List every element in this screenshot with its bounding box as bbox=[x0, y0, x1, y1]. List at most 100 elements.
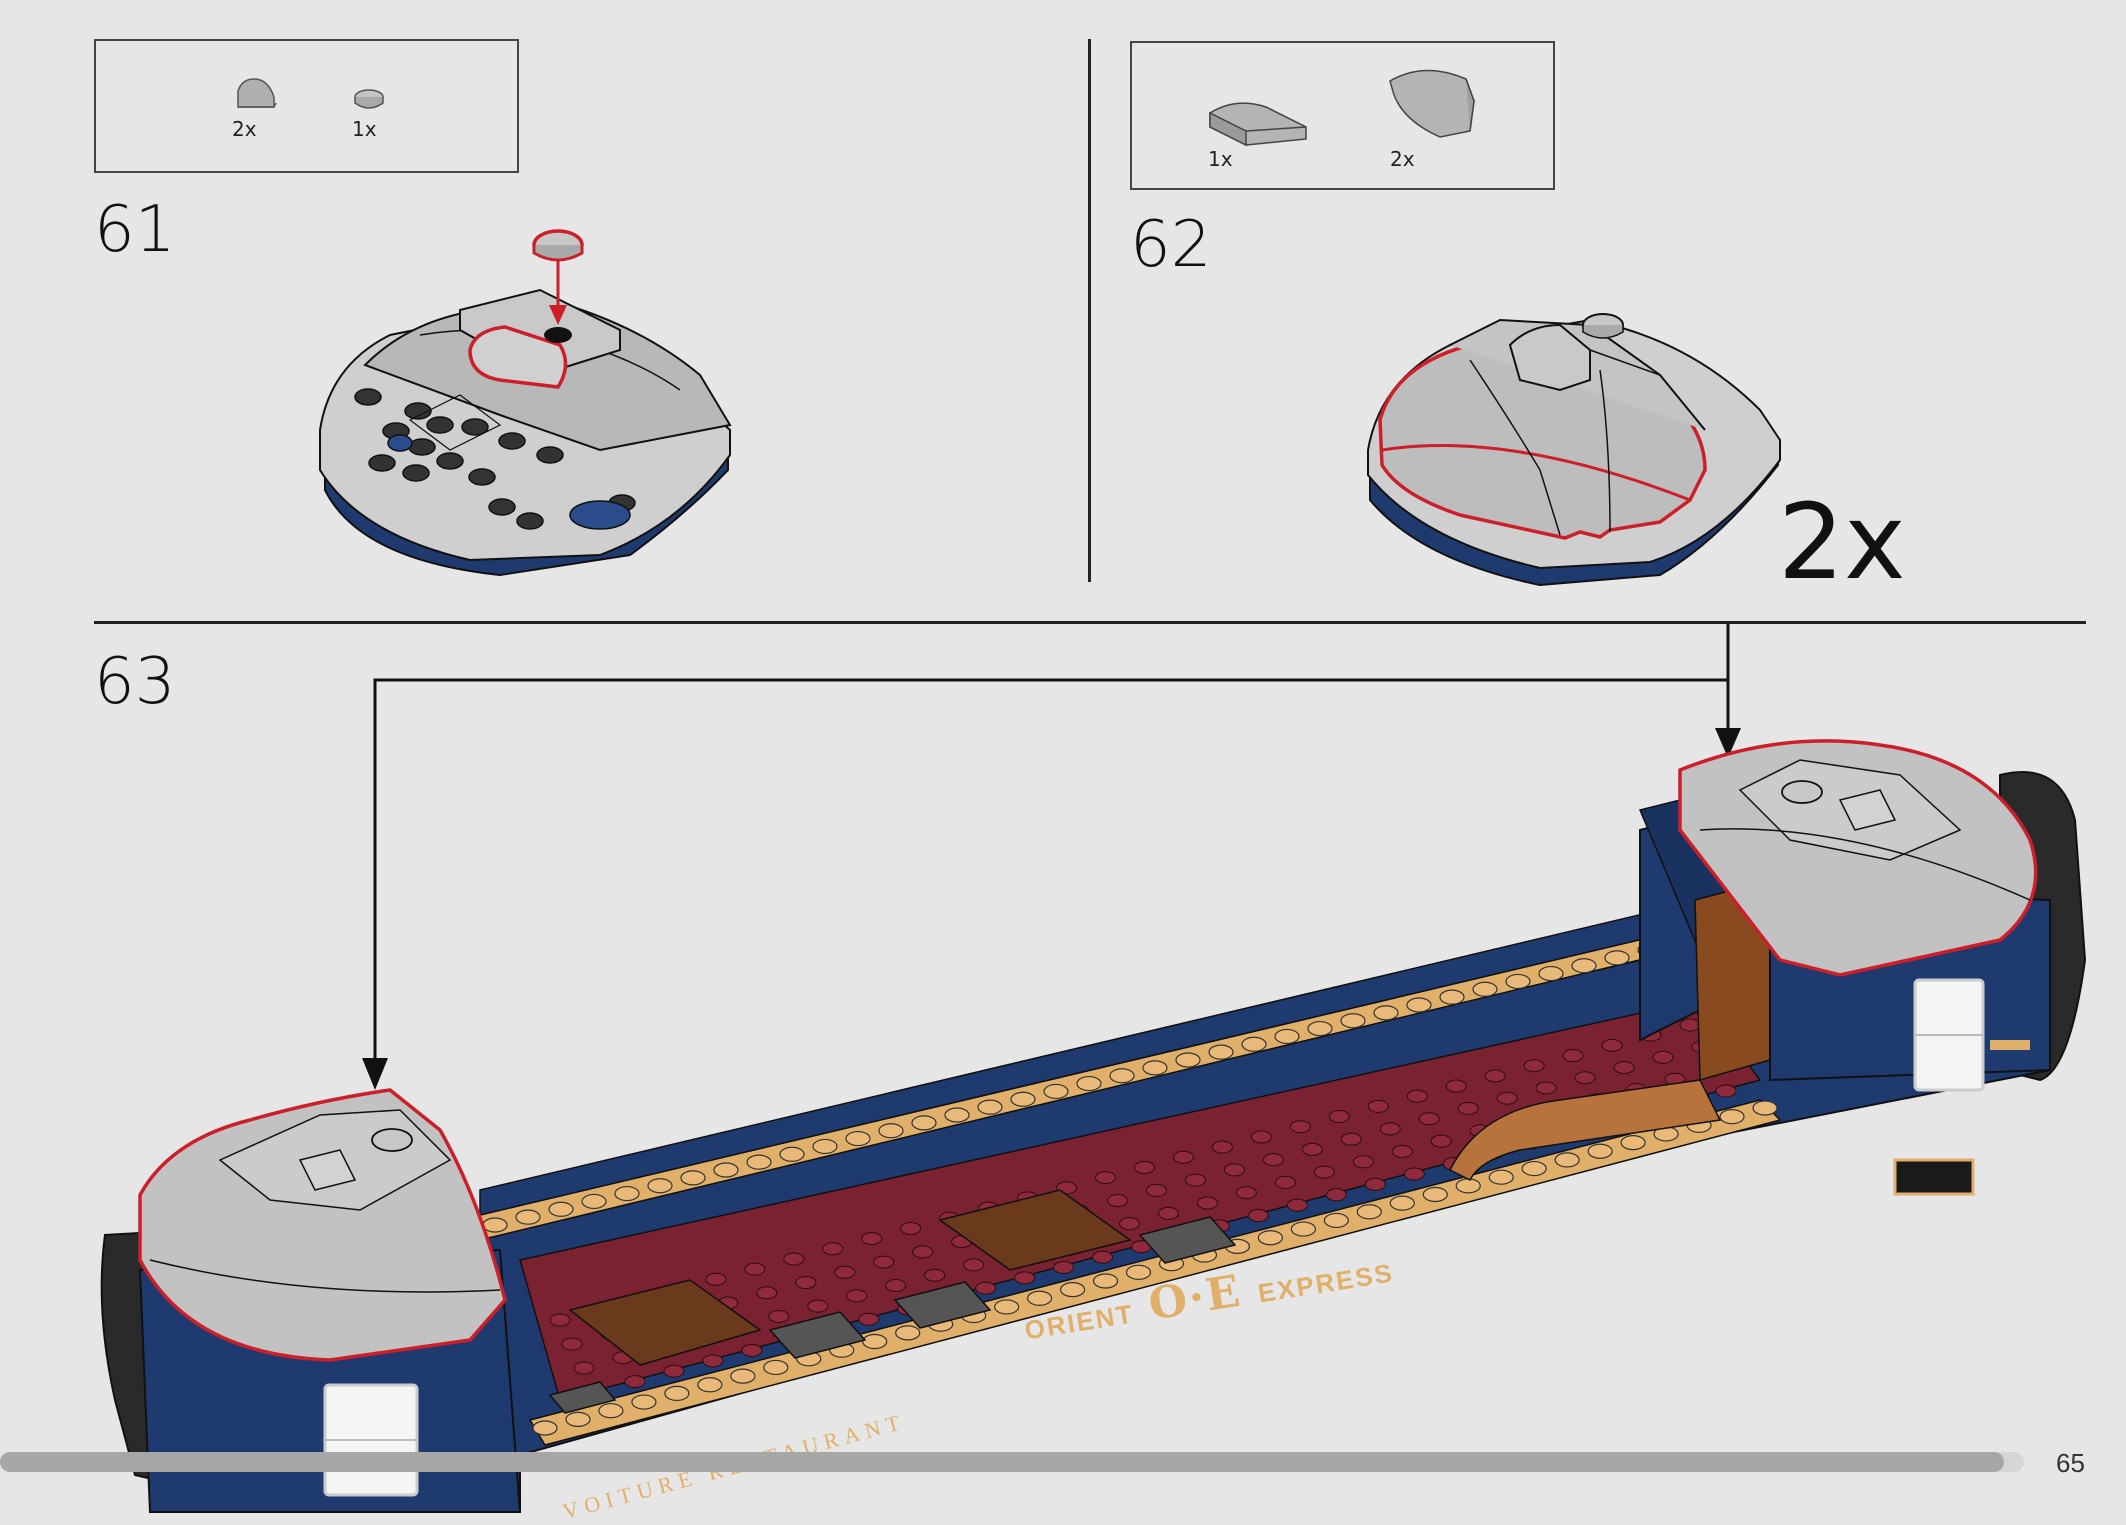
stud bbox=[1472, 981, 1498, 997]
stud bbox=[1107, 1194, 1129, 1208]
stud bbox=[1026, 1290, 1053, 1306]
stud bbox=[822, 1242, 844, 1256]
stud bbox=[1014, 1271, 1036, 1285]
stud bbox=[1043, 1083, 1069, 1100]
floor-curve bbox=[1448, 1079, 1722, 1182]
stud bbox=[1223, 1163, 1245, 1177]
stud bbox=[746, 1154, 772, 1170]
stud bbox=[1092, 1273, 1119, 1289]
tile-dark-3 bbox=[1138, 1216, 1237, 1264]
part-qty: 1x bbox=[1208, 147, 1233, 171]
horizontal-divider bbox=[94, 621, 2086, 624]
stud bbox=[1010, 1091, 1036, 1107]
stud bbox=[963, 1258, 985, 1272]
stud bbox=[1422, 1186, 1448, 1203]
stud bbox=[1196, 1196, 1218, 1210]
stud bbox=[1235, 1186, 1257, 1200]
stud bbox=[862, 1333, 888, 1350]
stud bbox=[647, 1178, 673, 1194]
stud bbox=[1109, 1068, 1135, 1084]
step-number: 61 bbox=[94, 193, 176, 267]
stud bbox=[565, 1411, 591, 1427]
stud bbox=[1208, 1044, 1234, 1060]
page-progress-fill bbox=[0, 1452, 2004, 1472]
stud bbox=[1211, 1140, 1233, 1154]
stud bbox=[812, 1138, 838, 1155]
stud bbox=[756, 1286, 778, 1300]
stud bbox=[730, 1368, 756, 1384]
stud bbox=[1403, 1167, 1425, 1181]
stud bbox=[1752, 1100, 1778, 1116]
stud bbox=[1430, 1134, 1452, 1148]
stud bbox=[1172, 1150, 1194, 1164]
stud bbox=[1325, 1188, 1347, 1202]
stud bbox=[1184, 1173, 1206, 1187]
stud bbox=[1301, 1142, 1323, 1156]
stud bbox=[702, 1354, 724, 1368]
stud bbox=[1053, 1260, 1075, 1274]
stud bbox=[1157, 1206, 1179, 1220]
stud bbox=[768, 1309, 790, 1323]
stud bbox=[1340, 1013, 1366, 1029]
stud bbox=[1554, 1152, 1580, 1168]
stud bbox=[1652, 1050, 1674, 1064]
part-qty: 2x bbox=[1390, 147, 1415, 171]
stud bbox=[807, 1299, 829, 1313]
stud bbox=[1119, 1217, 1141, 1231]
stud bbox=[994, 1299, 1020, 1315]
stud bbox=[1175, 1052, 1201, 1068]
stud bbox=[1142, 1060, 1168, 1076]
stud bbox=[697, 1377, 723, 1393]
stud bbox=[1538, 965, 1564, 982]
table-right bbox=[938, 1189, 1132, 1271]
page-number: 65 bbox=[2056, 1448, 2085, 1478]
stud bbox=[1406, 997, 1432, 1013]
stud bbox=[783, 1252, 805, 1266]
stud bbox=[1496, 1091, 1518, 1105]
stud bbox=[1059, 1282, 1086, 1298]
stud bbox=[873, 1255, 895, 1269]
stud bbox=[1379, 1122, 1401, 1136]
stud bbox=[680, 1170, 706, 1186]
stud bbox=[1133, 1160, 1155, 1174]
stud bbox=[763, 1359, 789, 1376]
stud bbox=[924, 1268, 946, 1282]
stud bbox=[795, 1276, 817, 1290]
step-61-assembly-illustration bbox=[319, 229, 732, 577]
stud bbox=[1601, 1038, 1623, 1052]
page-progress-bar bbox=[0, 1452, 2024, 1472]
stud bbox=[1290, 1221, 1316, 1237]
stud bbox=[705, 1272, 727, 1286]
stud bbox=[624, 1375, 646, 1389]
stud bbox=[1604, 950, 1630, 966]
stud bbox=[1719, 1109, 1745, 1125]
stud bbox=[1274, 1028, 1300, 1045]
stud bbox=[878, 1123, 904, 1139]
stud bbox=[1523, 1059, 1545, 1073]
stud bbox=[885, 1279, 907, 1293]
vertical-divider bbox=[1088, 39, 1091, 582]
stud bbox=[779, 1146, 805, 1162]
stud bbox=[1367, 1099, 1389, 1113]
stud bbox=[1439, 989, 1465, 1005]
curved-slope-1x1-icon bbox=[237, 78, 277, 108]
stud bbox=[1286, 1198, 1308, 1212]
stud bbox=[1340, 1132, 1362, 1146]
stud bbox=[1328, 1110, 1350, 1124]
stud bbox=[944, 1107, 970, 1123]
stud bbox=[858, 1312, 880, 1326]
stud bbox=[1125, 1264, 1152, 1280]
table-left bbox=[568, 1279, 762, 1366]
stud bbox=[1092, 1250, 1114, 1264]
tile-dark-1 bbox=[768, 1311, 867, 1359]
stud bbox=[482, 1217, 508, 1233]
step-62-assembly-illustration bbox=[1367, 313, 1781, 587]
stud bbox=[663, 1364, 685, 1378]
stud bbox=[1521, 1160, 1547, 1177]
part-qty: 2x bbox=[232, 117, 257, 141]
step-number: 62 bbox=[1130, 208, 1212, 282]
stud bbox=[1535, 1081, 1557, 1095]
stud bbox=[1257, 1230, 1284, 1246]
stud bbox=[1620, 1134, 1646, 1151]
